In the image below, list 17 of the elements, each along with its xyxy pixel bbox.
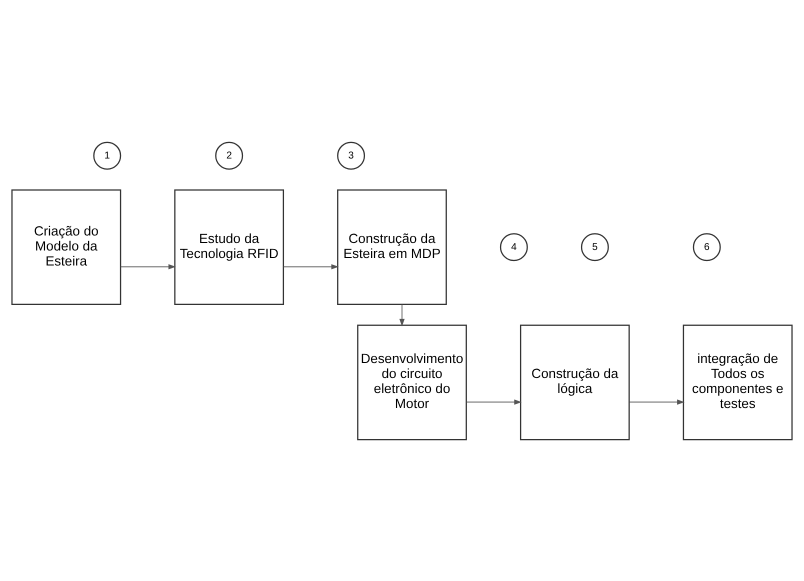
node-box: Desenvolvimento do circuito eletrônico do Motor xyxy=(357,324,467,440)
node-box: Construção da Esteira em MDP xyxy=(337,188,447,304)
node-circle: 5 xyxy=(580,232,609,261)
node-circle: 3 xyxy=(337,141,366,170)
arrow xyxy=(120,264,176,269)
node-box: Estudo da Tecnologia RFID xyxy=(174,188,284,304)
node-box: integração de Todos os componentes e testes xyxy=(682,324,793,440)
arrow xyxy=(283,264,339,269)
node-circle: 2 xyxy=(215,141,244,170)
arrow xyxy=(399,304,405,326)
node-circle: 6 xyxy=(692,232,721,261)
node-box: Criação do Modelo da Esteira xyxy=(11,188,122,304)
node-box: Construção da lógica xyxy=(520,324,630,440)
node-circle: 1 xyxy=(93,141,122,170)
node-circle: 4 xyxy=(500,232,528,261)
arrow xyxy=(628,398,685,404)
arrow xyxy=(466,398,522,404)
